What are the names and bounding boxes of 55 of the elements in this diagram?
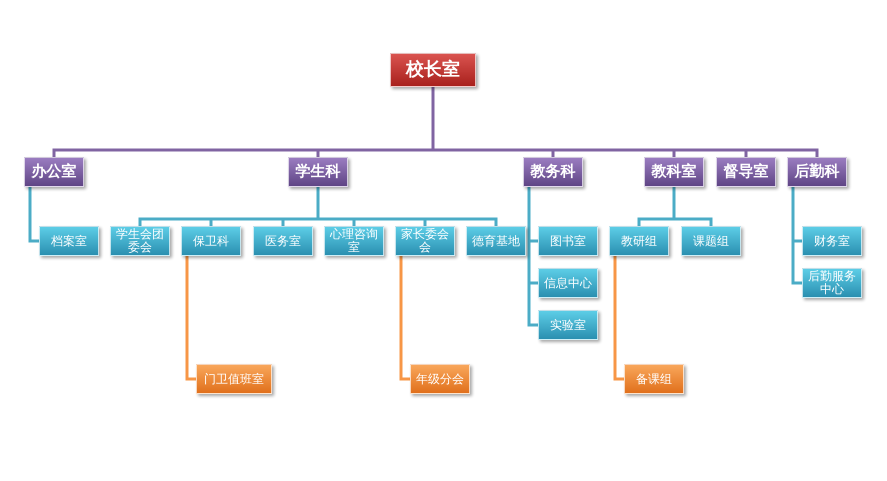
box-label: 学生科	[294, 164, 342, 180]
org-box	[787, 157, 847, 187]
org-box	[253, 226, 313, 256]
box-label: 信息中心	[543, 276, 593, 290]
box-label: 教科室	[650, 164, 698, 180]
box-label: 学生会团委会	[115, 228, 165, 254]
org-box	[288, 157, 348, 187]
box-label: 校长室	[405, 60, 461, 80]
org-box	[681, 226, 741, 256]
org-box	[538, 310, 598, 340]
org-box	[395, 226, 455, 256]
org-box	[802, 226, 862, 256]
connector-line	[186, 256, 196, 380]
box-label: 门卫值班室	[203, 372, 265, 386]
connector-line	[28, 187, 39, 242]
org-box	[802, 268, 862, 298]
box-label: 办公室	[30, 164, 78, 180]
org-box	[181, 226, 241, 256]
org-box	[624, 364, 684, 394]
org-box	[538, 268, 598, 298]
connector-line	[432, 87, 818, 157]
org-box	[538, 226, 598, 256]
box-label: 德育基地	[471, 234, 521, 248]
org-box	[410, 364, 470, 394]
box-label: 教研组	[620, 234, 658, 248]
org-box	[24, 157, 84, 187]
org-box	[324, 226, 384, 256]
connector-line	[672, 187, 712, 226]
box-label: 图书室	[549, 234, 587, 248]
box-label: 后勤科	[794, 164, 840, 180]
connector-line	[400, 256, 410, 380]
org-box	[196, 364, 272, 394]
box-label: 实验室	[549, 318, 587, 332]
org-box	[390, 53, 476, 87]
org-box	[466, 226, 526, 256]
box-label: 备课组	[635, 372, 673, 386]
org-box	[644, 157, 704, 187]
org-box	[716, 157, 776, 187]
org-box	[39, 226, 99, 256]
org-box	[609, 226, 669, 256]
box-label: 督导室	[722, 164, 770, 180]
box-label: 心理咨询室	[329, 228, 379, 254]
box-label: 档案室	[50, 234, 88, 248]
box-label: 家长委会会	[400, 228, 450, 254]
org-box	[110, 226, 170, 256]
box-label: 医务室	[264, 234, 302, 248]
box-label: 保卫科	[192, 234, 230, 248]
box-label: 财务室	[813, 234, 851, 248]
box-label: 教务科	[530, 164, 576, 180]
box-label: 课题组	[692, 234, 730, 248]
connector-line	[316, 187, 498, 226]
org-box	[523, 157, 583, 187]
box-label: 年级分会	[415, 372, 465, 386]
connector-line	[614, 256, 624, 380]
box-label: 后勤服务中心	[807, 270, 857, 296]
